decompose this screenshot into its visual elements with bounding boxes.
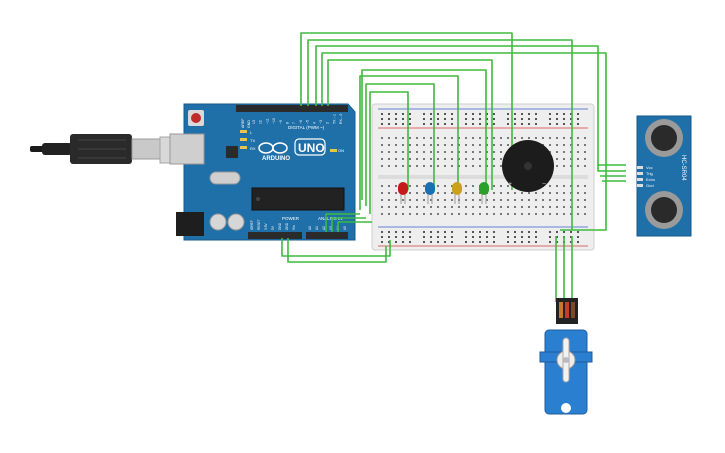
digital-label: DIGITAL (PWM ~) bbox=[288, 125, 325, 130]
analog-label: ANALOG IN bbox=[318, 216, 343, 221]
led-yellow bbox=[452, 182, 462, 204]
on-label: ON bbox=[338, 148, 344, 153]
digital-pin-label: ~10 bbox=[272, 118, 276, 124]
led-red bbox=[398, 182, 408, 204]
digital-pin-label: ~5 bbox=[306, 120, 310, 124]
sensor-model-label: HC-SR04 bbox=[680, 155, 686, 181]
digital-pin-label: 12 bbox=[259, 120, 263, 124]
tx-label: TX bbox=[250, 138, 255, 143]
aref-label: AREF bbox=[241, 119, 245, 128]
digital-pin-label: ~11 bbox=[265, 118, 269, 124]
sensor-pin-label: Vcc bbox=[646, 165, 653, 170]
analog-pin-label: A2 bbox=[322, 226, 326, 230]
arduino-uno-board: TX RX L ON ARDUINO UNO DIGITAL (PWM ~) P… bbox=[169, 103, 356, 241]
digital-pin-label: TX→1 bbox=[332, 114, 336, 124]
digital-pin-label: 4 bbox=[312, 122, 316, 124]
digital-pin-label: ~3 bbox=[319, 120, 323, 124]
power-pin-label: GND bbox=[285, 222, 289, 230]
model-label: UNO bbox=[298, 141, 325, 155]
power-pin-label: 3.3V bbox=[264, 223, 268, 230]
l-label: L bbox=[250, 130, 253, 135]
analog-pin-label: A1 bbox=[315, 226, 319, 230]
led-green bbox=[479, 182, 489, 204]
led-blue bbox=[425, 182, 435, 204]
analog-pin-label: A3 bbox=[329, 226, 333, 230]
sensor-pin-label: Echo bbox=[646, 177, 656, 182]
wires bbox=[281, 32, 626, 302]
analog-pin-label: A0 bbox=[308, 226, 312, 230]
led-group bbox=[398, 182, 489, 204]
digital-pin-label: RX←0 bbox=[339, 114, 343, 124]
power-pin-label: GND bbox=[278, 222, 282, 230]
piezo-buzzer: + − bbox=[502, 140, 554, 192]
power-pin-label: RESET bbox=[257, 219, 261, 230]
sensor-pin-label: Gnd bbox=[646, 183, 654, 188]
power-pin-label: Vin bbox=[292, 225, 296, 230]
digital-pin-label: 2 bbox=[326, 122, 330, 124]
brand-label: ARDUINO bbox=[262, 156, 290, 162]
arduino-logo bbox=[258, 142, 288, 154]
breadboard bbox=[371, 103, 595, 251]
analog-pin-label: A5 bbox=[343, 226, 347, 230]
sensor-pin-label: Trig bbox=[646, 171, 653, 176]
digital-pin-label: 8 bbox=[286, 122, 290, 124]
power-label: POWER bbox=[282, 216, 300, 221]
power-pin-label: 5V bbox=[271, 225, 275, 230]
power-pin-label: IOREF bbox=[250, 220, 254, 230]
digital-pin-label: ~9 bbox=[279, 120, 283, 124]
gnd-label: GND bbox=[247, 120, 251, 128]
reset-button bbox=[191, 113, 201, 123]
digital-pin-label: 13 bbox=[252, 120, 256, 124]
servo-motor bbox=[539, 298, 593, 415]
rx-label: RX bbox=[250, 146, 256, 151]
digital-pin-label: ~6 bbox=[299, 120, 303, 124]
buzzer-minus-label: − bbox=[542, 181, 546, 188]
buzzer-plus-label: + bbox=[508, 181, 512, 188]
digital-pin-label: 7 bbox=[292, 122, 296, 124]
